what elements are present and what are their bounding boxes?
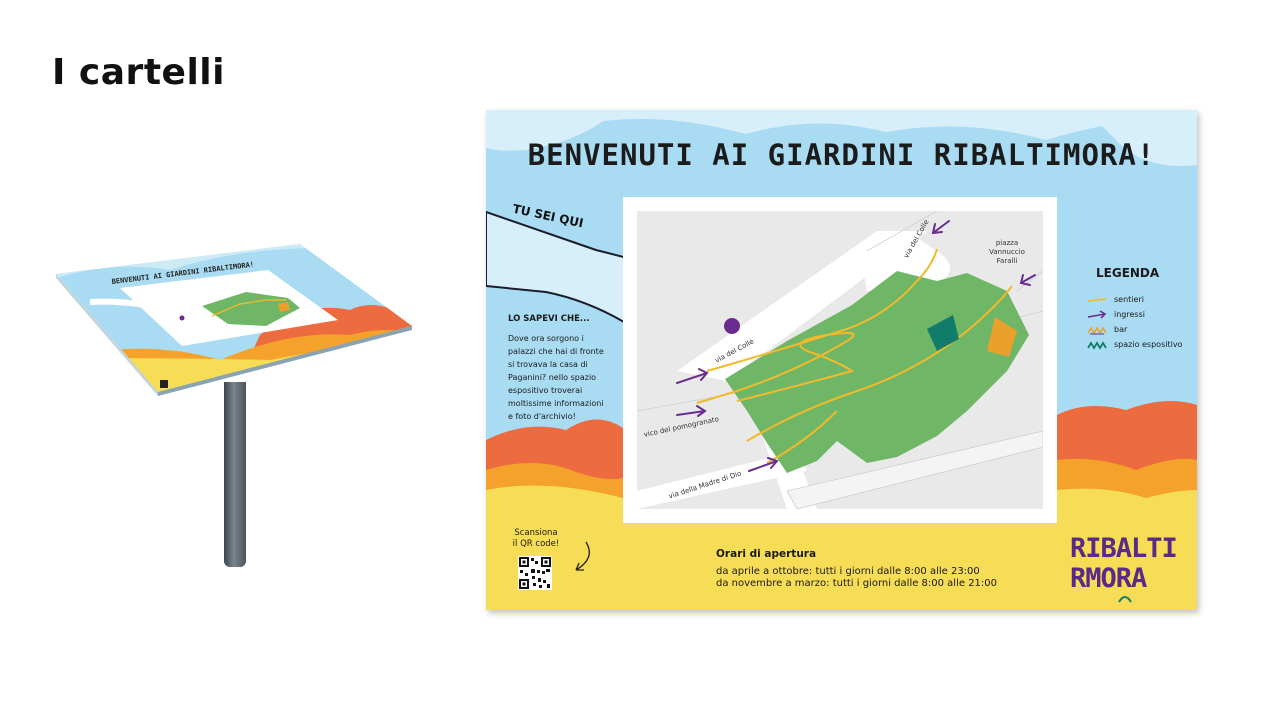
path-line-icon	[1087, 297, 1107, 302]
logo-line-1: RIBALTI	[1070, 533, 1178, 564]
did-you-know-text: Dove ora sorgono i palazzi che hai di fr…	[508, 334, 604, 421]
hours-line-1: da aprile a ottobre: tutti i giorni dall…	[716, 566, 980, 577]
curved-arrow-icon	[575, 541, 590, 571]
legend-label: sentieri	[1114, 295, 1144, 304]
qr-code-icon[interactable]	[518, 556, 552, 590]
logo-smile-icon	[1118, 596, 1132, 603]
legend-item-exhibition: spazio espositivo	[1086, 337, 1196, 352]
exhibition-space-area	[927, 315, 959, 351]
entrance-arrow-icon	[1087, 309, 1107, 319]
legend-label: spazio espositivo	[1114, 340, 1183, 349]
bar-area	[987, 317, 1017, 357]
poster-title: BENVENUTI AI GIARDINI RIBALTIMORA!	[527, 138, 1156, 172]
map-drawing	[637, 211, 1043, 509]
opening-hours: Orari di apertura da aprile a ottobre: t…	[716, 548, 1016, 590]
legend-item-paths: sentieri	[1086, 292, 1196, 307]
map-frame: via del Colle piazza Vannuccio Faralli v…	[623, 197, 1057, 523]
hours-line-2: da novembre a marzo: tutti i giorni dall…	[716, 578, 998, 589]
legend-heading: LEGENDA	[1096, 266, 1160, 280]
did-you-know-heading: LO SAPEVI CHE...	[508, 314, 590, 324]
legend-item-entrances: ingressi	[1086, 307, 1196, 322]
logo-line-2: RMORA	[1070, 563, 1147, 594]
street-label-piazza: piazza Vannuccio Faralli	[989, 239, 1025, 265]
stand-pole	[224, 382, 246, 567]
ribaltimora-logo: RIBALTI RMORA	[1070, 534, 1180, 604]
hours-heading: Orari di apertura	[716, 548, 817, 560]
legend-label: ingressi	[1114, 310, 1145, 319]
sign-stand-illustration: BENVENUTI AI GIARDINI RIBALTIMORA! RIBAL…	[50, 240, 430, 570]
legend-item-bar: bar	[1086, 322, 1196, 337]
bar-icon	[1087, 325, 1107, 335]
stand-board-illustration: BENVENUTI AI GIARDINI RIBALTIMORA! RIBAL…	[56, 244, 412, 396]
legend-label: bar	[1114, 325, 1128, 334]
map-legend: LEGENDA sentieri ingressi bar spazio esp…	[1086, 266, 1196, 352]
qr-section: Scansiona il QR code!	[512, 528, 592, 590]
qr-label: Scansiona il QR code!	[512, 528, 560, 549]
exhibition-space-icon	[1087, 340, 1107, 350]
sign-poster: BENVENUTI AI GIARDINI RIBALTIMORA! TU SE…	[486, 110, 1197, 610]
garden-map: via del Colle piazza Vannuccio Faralli v…	[637, 211, 1043, 509]
did-you-know-panel: LO SAPEVI CHE... Dove ora sorgono i pala…	[508, 314, 608, 423]
you-are-here-dot	[724, 318, 740, 334]
svg-text:RMORA: RMORA	[362, 351, 386, 360]
slide-title: I cartelli	[52, 52, 225, 93]
